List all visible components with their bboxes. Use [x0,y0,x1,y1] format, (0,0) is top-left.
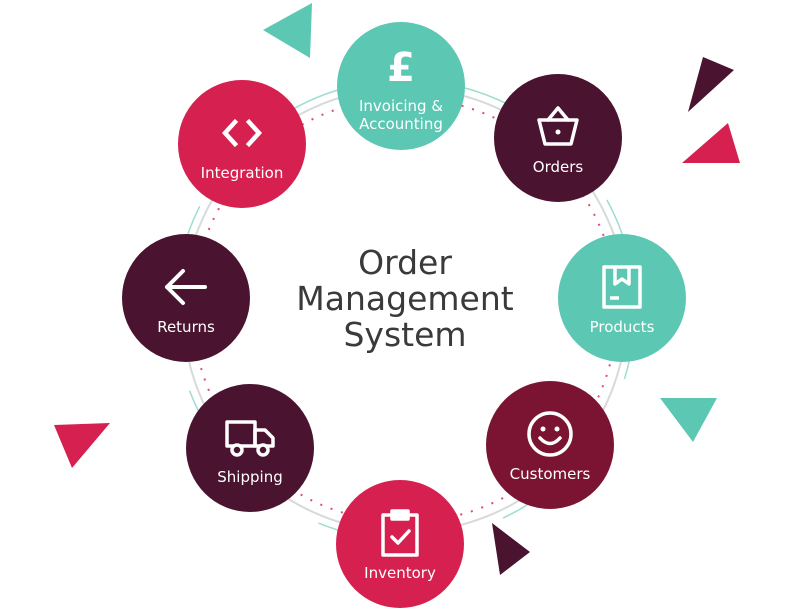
node-label-returns: Returns [157,318,215,336]
node-returns: Returns [122,234,250,362]
center-title: Order Management System [296,243,514,354]
triangle-teal-right [660,398,717,442]
node-invoicing: £ Invoicing & Accounting [337,22,465,150]
node-label-shipping: Shipping [217,468,283,486]
box-icon [595,260,649,314]
basket-icon [531,100,585,154]
node-label-integration: Integration [200,164,284,182]
smiley-icon [523,407,577,461]
node-label-customers: Customers [509,465,591,483]
node-inventory: Inventory [336,480,464,608]
arrow-left-icon [159,260,213,314]
node-integration: Integration [178,80,306,208]
code-icon [215,106,269,160]
truck-icon [223,410,277,464]
node-label-orders: Orders [532,158,584,176]
triangle-plum-right [688,57,734,112]
node-label-inventory: Inventory [364,564,436,582]
node-products: Products [558,234,686,362]
triangle-crimson-left [54,423,110,468]
node-shipping: Shipping [186,384,314,512]
triangle-crimson-right [682,123,740,163]
node-customers: Customers [486,381,614,509]
svg-text:£: £ [387,45,415,91]
triangle-plum-bottom [492,523,530,575]
pound-icon: £ [374,39,428,93]
node-label-products: Products [589,318,655,336]
node-label-invoicing: Invoicing & Accounting [358,97,444,133]
clipboard-check-icon [373,506,427,560]
node-orders: Orders [494,74,622,202]
triangle-teal-top [263,3,312,58]
